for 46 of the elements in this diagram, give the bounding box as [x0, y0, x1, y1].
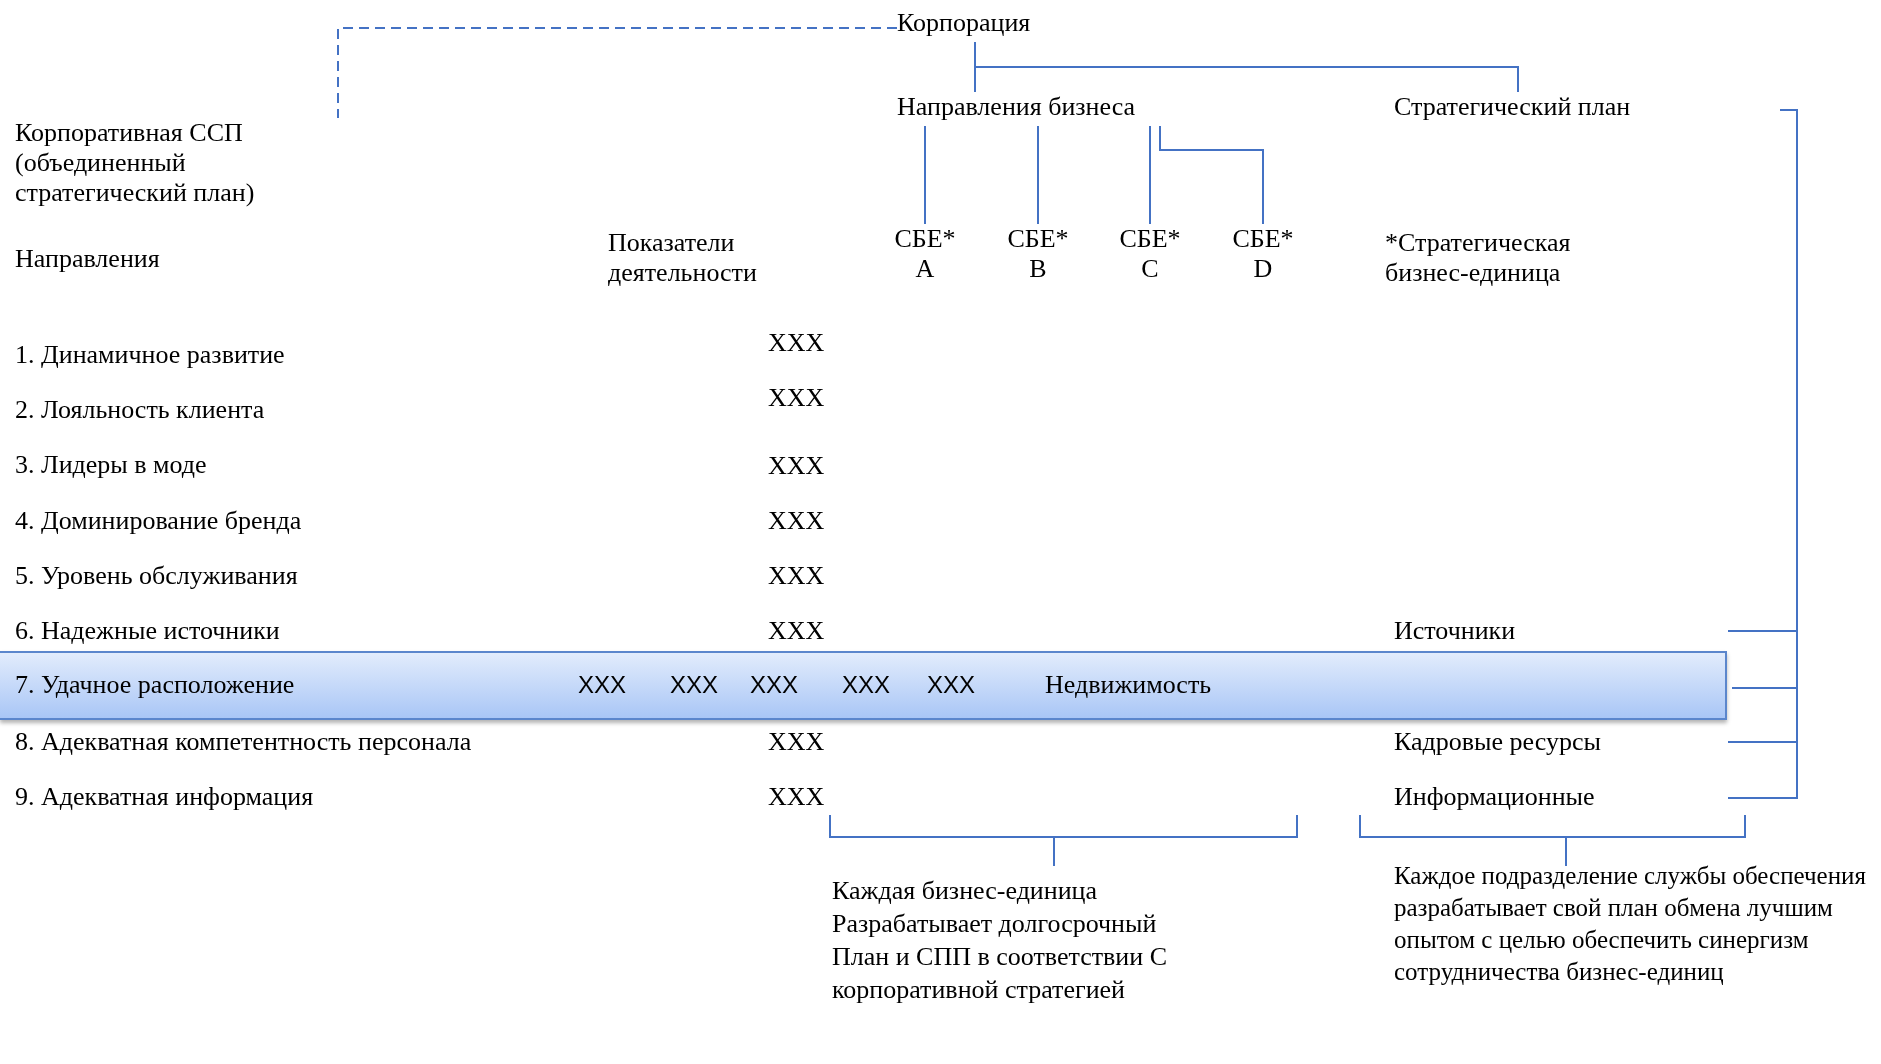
note-text: Каждое подразделение службы обеспечения разрабатывает свой план обмена лучшим опытом с целью обеспечить синергизм сотрудничества бизнес-единиц: [1394, 861, 1867, 987]
node-text: Направления бизнеса: [897, 92, 1277, 122]
row-title: 6. Надежные источники: [15, 616, 280, 646]
note-text: Каждая бизнес-единица Разрабатывает долгосрочный План и СПП в соответствии С корпоративной стратегией: [832, 875, 1169, 1006]
value-text: XXX: [750, 670, 799, 700]
row-title: 7. Удачное расположение: [15, 670, 295, 700]
value-text: XXX: [768, 451, 825, 481]
connector-line: [1159, 125, 1264, 225]
value-text: XXX: [670, 670, 719, 700]
row-title: 1. Динамичное развитие: [15, 340, 285, 370]
node-text: СБЕ* D: [1228, 224, 1298, 284]
node-text: Корпоративная ССП (объединенный стратегический план): [15, 118, 315, 208]
connector-line: [974, 41, 1519, 93]
node-text: СБЕ* C: [1115, 224, 1185, 284]
footnote-text: *Стратегическая бизнес-единица: [1385, 228, 1572, 288]
value-text: XXX: [768, 561, 825, 591]
row-title: 8. Адекватная компетентность персонала: [15, 727, 472, 757]
column-heading: Направления: [15, 244, 160, 274]
row-title: 5. Уровень обслуживания: [15, 561, 298, 591]
value-text: XXX: [768, 727, 825, 757]
value-text: XXX: [768, 616, 825, 646]
row-title: 3. Лидеры в моде: [15, 450, 207, 480]
value-text: XXX: [768, 383, 825, 413]
column-heading: Показатели деятельности: [608, 228, 758, 288]
category-text: Недвижимость: [1045, 670, 1212, 700]
resource-label: Источники: [1394, 616, 1516, 646]
highlight-band: [0, 651, 1727, 720]
node-text: Корпорация: [897, 8, 1047, 38]
resource-label: Информационные: [1394, 782, 1595, 812]
value-text: XXX: [842, 670, 891, 700]
connector-line: [1149, 125, 1151, 225]
value-text: XXX: [768, 506, 825, 536]
value-text: XXX: [927, 670, 976, 700]
connector-line: [924, 125, 926, 225]
node-text: СБЕ* A: [890, 224, 960, 284]
value-text: XXX: [768, 782, 825, 812]
dashed-connector: [337, 27, 898, 119]
row-title: 9. Адекватная информация: [15, 782, 314, 812]
value-text: XXX: [768, 328, 825, 358]
resource-label: Кадровые ресурсы: [1394, 727, 1601, 757]
value-text: XXX: [578, 670, 627, 700]
node-text: Стратегический план: [1394, 92, 1774, 122]
row-title: 4. Доминирование бренда: [15, 506, 302, 536]
connector-line: [1037, 125, 1039, 225]
node-text: СБЕ* B: [1003, 224, 1073, 284]
row-title: 2. Лояльность клиента: [15, 395, 265, 425]
